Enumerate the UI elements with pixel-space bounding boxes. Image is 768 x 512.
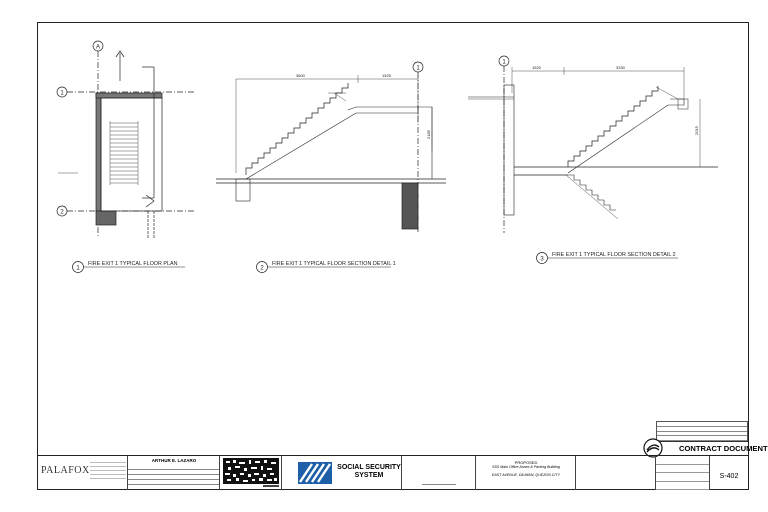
revision-table xyxy=(656,421,748,442)
detail-1-floor-plan: A 1 2 xyxy=(56,40,196,238)
title-block: PALAFOX ARTHUR E. LAZARO xyxy=(38,455,748,490)
drawing-canvas: A 1 2 xyxy=(56,40,718,273)
detail-1-title: FIRE EXIT 1 TYPICAL FLOOR PLAN xyxy=(88,261,178,267)
qr-code-cell xyxy=(220,456,282,490)
grid-label-2: 2 xyxy=(60,210,64,216)
detail-1-number: 1 xyxy=(76,266,80,272)
dim-3600: 3600 xyxy=(296,73,306,78)
dim-2015: 2015 xyxy=(694,125,699,135)
dim-1520: 1520 xyxy=(532,65,542,70)
grid-label-a: A xyxy=(96,45,100,51)
detail-3-caption: 3 FIRE EXIT 1 TYPICAL FLOOR SECTION DETA… xyxy=(536,252,678,264)
firm-cell: PALAFOX xyxy=(38,456,128,490)
sheet-number: S-402 xyxy=(719,473,739,480)
consultant-signature-line xyxy=(422,484,456,485)
grid-label-1-section-2: 1 xyxy=(502,60,506,66)
detail-1-caption: 1 FIRE EXIT 1 TYPICAL FLOOR PLAN xyxy=(72,261,185,273)
detail-2-section: 3600 1525 1 2185 xyxy=(216,61,446,233)
client-name: SOCIAL SECURITY SYSTEM xyxy=(336,464,402,480)
dim-2185: 2185 xyxy=(426,129,431,139)
grid-label-1-plan: 1 xyxy=(60,91,64,97)
firm-logo-text: PALAFOX xyxy=(41,465,90,476)
detail-3-title: FIRE EXIT 1 TYPICAL FLOOR SECTION DETAIL… xyxy=(552,252,676,258)
detail-2-number: 2 xyxy=(260,266,264,272)
detail-2-caption: 2 FIRE EXIT 1 TYPICAL FLOOR SECTION DETA… xyxy=(256,261,396,273)
engineer-info-grid xyxy=(128,469,219,489)
seal-icon xyxy=(643,438,663,458)
client-name-line-2: SYSTEM xyxy=(354,472,384,479)
sss-logo-icon xyxy=(298,462,332,484)
grid-label-1-section: 1 xyxy=(416,66,420,72)
engineer-name: ARTHUR E. LAZARO xyxy=(151,458,197,463)
project-address: EAST AVENUE, DILIMAN, QUEZON CITY xyxy=(492,473,560,477)
detail-2-title: FIRE EXIT 1 TYPICAL FLOOR SECTION DETAIL… xyxy=(272,261,396,267)
drawing-sheet: A 1 2 xyxy=(37,22,768,490)
project-label: PROPOSED xyxy=(514,460,538,465)
contract-document-label: CONTRACT DOCUMENT xyxy=(679,444,768,453)
qr-code-icon xyxy=(223,458,279,487)
consultant-cell xyxy=(402,456,476,490)
detail-3-number: 3 xyxy=(540,257,544,263)
engineer-cell: ARTHUR E. LAZARO xyxy=(128,456,220,490)
project-name: SSS Main Office Annex & Parking Building xyxy=(492,465,560,469)
dim-3330: 3330 xyxy=(616,65,626,70)
sheet-number-cell: S-402 xyxy=(710,456,748,490)
client-name-line-1: SOCIAL SECURITY xyxy=(337,464,401,471)
detail-3-section: 1 1520 3330 2015 xyxy=(468,55,718,233)
contract-document-banner: CONTRACT DOCUMENT xyxy=(643,438,768,458)
detail-3-number-circle xyxy=(536,252,548,264)
detail-1-number-circle xyxy=(72,261,84,273)
detail-2-number-circle xyxy=(256,261,268,273)
dim-1525: 1525 xyxy=(382,73,392,78)
project-cell: PROPOSED SSS Main Office Annex & Parking… xyxy=(476,456,576,490)
sheet-contents-cell xyxy=(576,456,656,490)
sheet-info-cell xyxy=(656,456,710,490)
client-cell: SOCIAL SECURITY SYSTEM xyxy=(282,456,402,490)
firm-address-lines xyxy=(90,459,126,479)
